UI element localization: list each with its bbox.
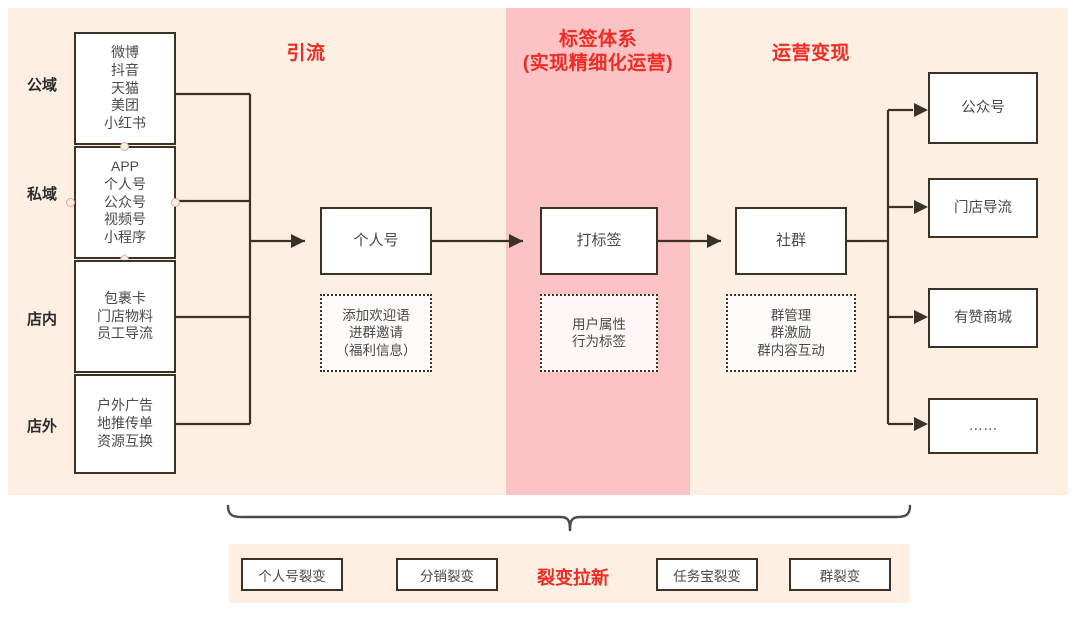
channel-box-private-domain[interactable]: APP 个人号 公众号 视频号 小程序 xyxy=(74,146,176,259)
flow-note-tagging: 用户属性 行为标签 xyxy=(540,294,658,372)
flow-step-personal-account[interactable]: 个人号 xyxy=(320,207,432,275)
fission-title: 裂变拉新 xyxy=(537,568,609,588)
fission-chip-task-bao[interactable]: 任务宝裂变 xyxy=(656,558,758,591)
row-label-out-of-store: 店外 xyxy=(26,418,57,435)
flow-note-personal-account: 添加欢迎语 进群邀请 （福利信息） xyxy=(320,294,432,372)
flow-step-tagging[interactable]: 打标签 xyxy=(540,207,658,275)
outcome-box-official-account[interactable]: 公众号 xyxy=(928,72,1038,144)
fission-chip-group[interactable]: 群裂变 xyxy=(789,558,891,591)
outcome-box-store-traffic[interactable]: 门店导流 xyxy=(928,178,1038,238)
channel-box-in-store[interactable]: 包裹卡 门店物料 员工导流 xyxy=(74,260,176,373)
selection-handle-left[interactable] xyxy=(66,198,75,207)
channel-box-out-of-store[interactable]: 户外广告 地推传单 资源互换 xyxy=(74,374,176,474)
section-title-drainage: 引流 xyxy=(286,43,326,64)
outcome-box-more[interactable]: …… xyxy=(928,398,1038,454)
outcome-box-youzan-mall[interactable]: 有赞商城 xyxy=(928,288,1038,348)
row-label-public-domain: 公域 xyxy=(26,77,57,94)
row-label-in-store: 店内 xyxy=(26,311,57,328)
selection-handle-right[interactable] xyxy=(171,198,180,207)
fission-chip-personal-account[interactable]: 个人号裂变 xyxy=(241,558,343,591)
selection-handle-top[interactable] xyxy=(120,142,129,151)
flow-step-community[interactable]: 社群 xyxy=(735,207,847,275)
fission-chip-distribution[interactable]: 分销裂变 xyxy=(396,558,498,591)
section-title-tag-system: 标签体系 (实现精细化运营) xyxy=(522,29,674,75)
row-label-private-domain: 私域 xyxy=(26,186,57,203)
channel-box-public-domain[interactable]: 微博 抖音 天猫 美团 小红书 xyxy=(74,32,176,145)
section-title-monetize: 运营变现 xyxy=(771,43,850,64)
flow-note-community: 群管理 群激励 群内容互动 xyxy=(726,294,856,372)
